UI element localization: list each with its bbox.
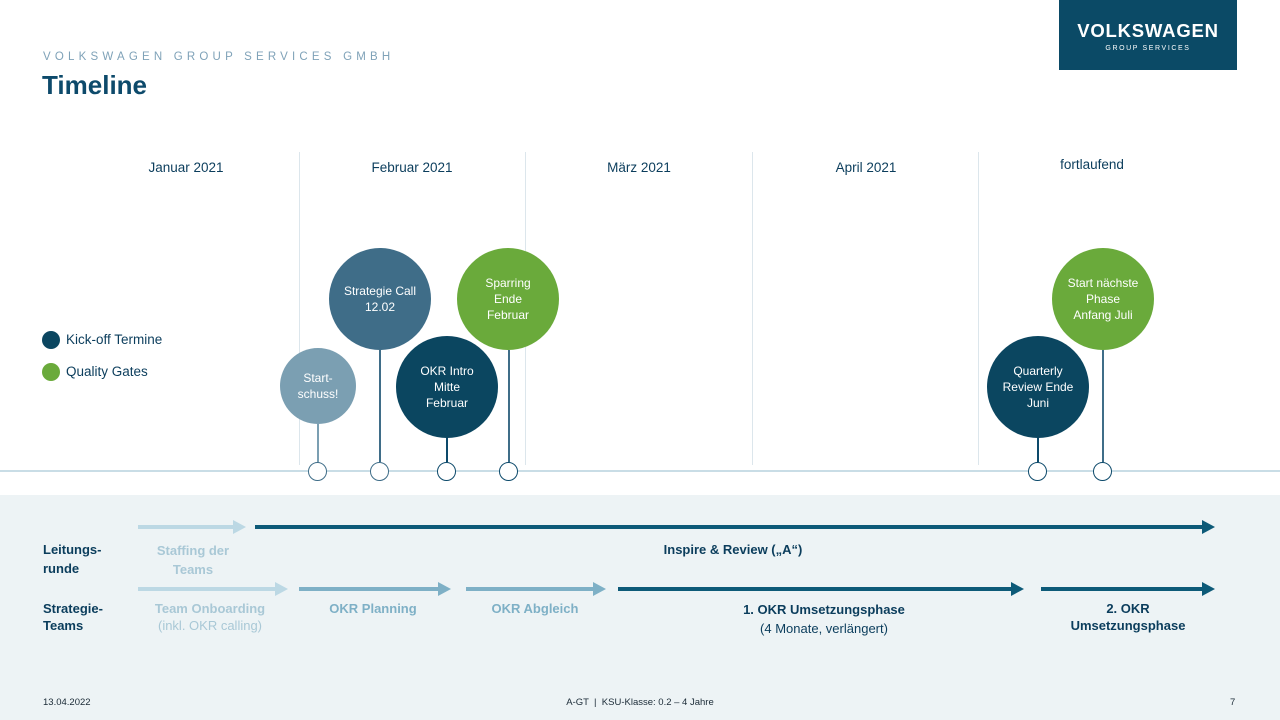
- column-divider: [752, 152, 753, 465]
- month-april: April 2021: [835, 160, 897, 175]
- onboarding-title: Team Onboarding: [154, 601, 266, 616]
- startschuss-label: Start- schuss!: [297, 371, 339, 401]
- strategie-call-label: Strategie Call 12.02: [343, 284, 417, 314]
- sparring-bubble: Sparring Ende Februar: [457, 248, 559, 350]
- logo-sub-text: GROUP SERVICES: [1105, 45, 1191, 52]
- onboarding-subtitle: (inkl. OKR calling): [157, 618, 263, 633]
- sparring-stem: [508, 350, 510, 462]
- timeline-baseline: [0, 470, 1280, 472]
- kickoff-legend-label: Kick-off Termine: [66, 332, 163, 347]
- sparring-node: [499, 462, 518, 481]
- umsetzungsphase-1-title: 1. OKR Umsetzungsphase: [743, 602, 905, 617]
- volkswagen-logo: VOLKSWAGEN GROUP SERVICES: [1059, 0, 1237, 70]
- kickoff-legend-dot: [42, 331, 60, 349]
- company-name: VOLKSWAGEN GROUP SERVICES GMBH: [43, 51, 395, 63]
- umsetzungsphase-2-arrow: [1041, 582, 1216, 596]
- month-fortlaufend: fortlaufend: [1060, 157, 1124, 172]
- okr-intro-label: OKR Intro Mitte Februar: [420, 364, 474, 410]
- sparring-label: Sparring Ende Februar: [485, 276, 531, 322]
- footer-date: 13.04.2022: [43, 697, 91, 708]
- strategie-call-bubble: Strategie Call 12.02: [329, 248, 431, 350]
- startschuss-node: [308, 462, 327, 481]
- month-februar: Februar 2021: [371, 160, 453, 175]
- start-naechste-phase-label: Start nächste Phase Anfang Juli: [1067, 276, 1139, 322]
- row-label-leitungsrunde: Leitungs- runde: [43, 542, 102, 576]
- umsetzungsphase-1-arrow: [618, 582, 1025, 596]
- month-januar: Januar 2021: [148, 160, 224, 175]
- onboarding-label: Team Onboarding (inkl. OKR calling): [140, 600, 280, 634]
- month-maerz: März 2021: [607, 160, 671, 175]
- logo-main-text: VOLKSWAGEN: [1077, 20, 1219, 41]
- staffing-arrow: [138, 520, 246, 534]
- okr-abgleich-arrow: [466, 582, 606, 596]
- quality-legend-label: Quality Gates: [66, 364, 148, 379]
- okr-intro-stem: [446, 437, 448, 462]
- startschuss-stem: [317, 424, 319, 462]
- inspire-review-arrow: [255, 520, 1216, 534]
- column-divider: [299, 152, 300, 465]
- column-divider: [978, 152, 979, 465]
- quarterly-review-node: [1028, 462, 1047, 481]
- phases-panel: [0, 495, 1280, 720]
- strategie-call-stem: [379, 350, 381, 462]
- okr-intro-node: [437, 462, 456, 481]
- start-naechste-phase-bubble: Start nächste Phase Anfang Juli: [1052, 248, 1154, 350]
- umsetzungsphase-1-label: 1. OKR Umsetzungsphase (4 Monate, verlän…: [724, 600, 924, 638]
- okr-abgleich-label: OKR Abgleich: [491, 601, 579, 616]
- quarterly-stem: [1037, 437, 1039, 462]
- quarterly-review-label: Quarterly Review Ende Juni: [1002, 364, 1074, 410]
- strategie-call-node: [370, 462, 389, 481]
- start-naechste-stem: [1102, 350, 1104, 462]
- okr-planning-arrow: [299, 582, 451, 596]
- umsetzungsphase-1-subtitle: (4 Monate, verlängert): [760, 621, 888, 636]
- row-label-strategie-teams: Strategie- Teams: [43, 601, 103, 633]
- inspire-review-label: Inspire & Review („A“): [663, 542, 803, 557]
- umsetzungsphase-2-label: 2. OKR Umsetzungsphase: [1070, 601, 1186, 633]
- page-title: Timeline: [42, 70, 148, 100]
- okr-intro-bubble: OKR Intro Mitte Februar: [396, 336, 498, 438]
- start-naechste-node: [1093, 462, 1112, 481]
- footer-page-number: 7: [1230, 697, 1236, 708]
- quality-legend-dot: [42, 363, 60, 381]
- okr-planning-label: OKR Planning: [329, 601, 417, 616]
- staffing-label: Staffing der Teams: [156, 543, 230, 577]
- quarterly-review-bubble: Quarterly Review Ende Juni: [987, 336, 1089, 438]
- startschuss-bubble: Start- schuss!: [280, 348, 356, 424]
- footer-classification: A-GT | KSU-Klasse: 0.2 – 4 Jahre: [566, 697, 714, 708]
- onboarding-arrow: [138, 582, 288, 596]
